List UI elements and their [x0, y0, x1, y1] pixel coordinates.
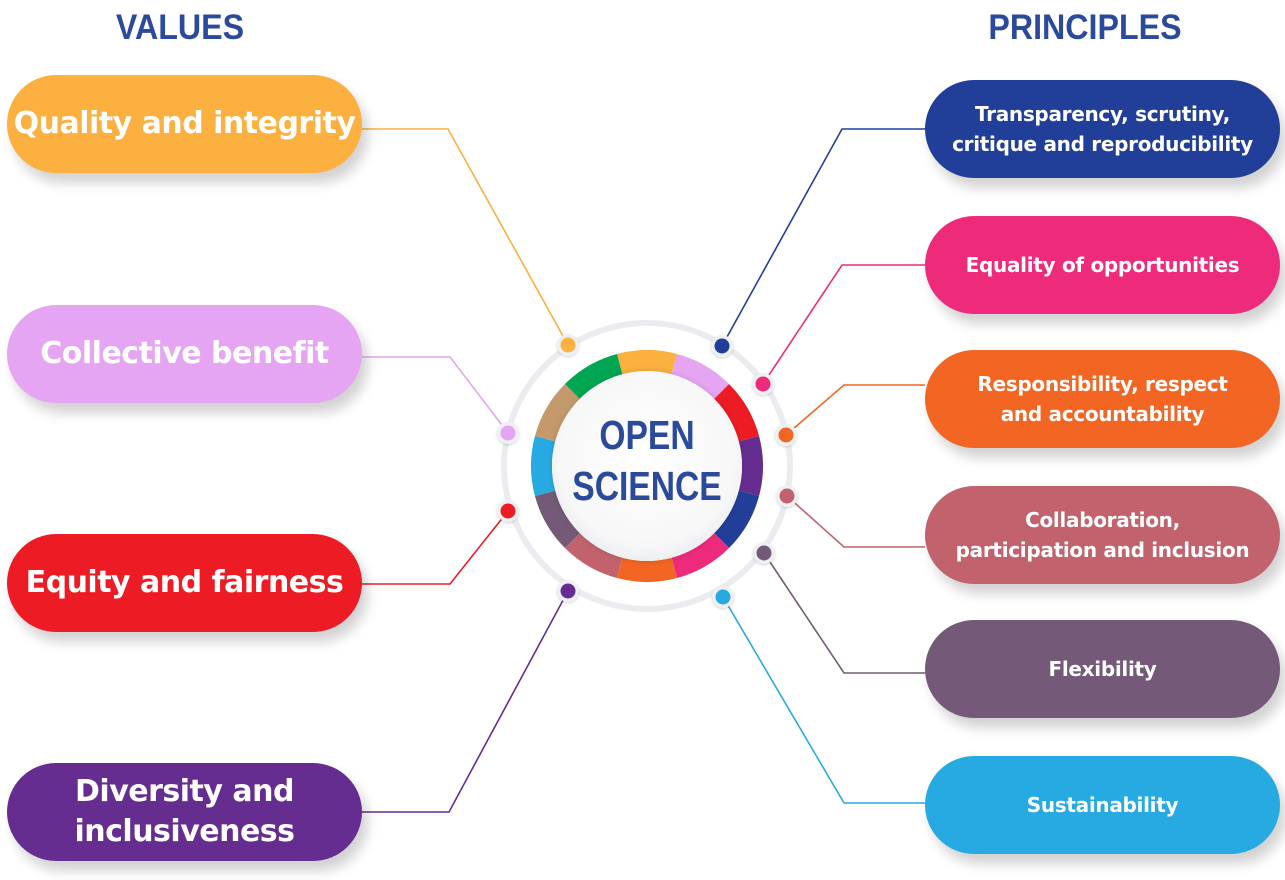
connector-line-quality [362, 128, 569, 346]
connector-dot-sustainability [715, 589, 731, 605]
connector-dot-flexibility [756, 545, 772, 561]
connector-lines [362, 128, 925, 813]
connector-line-flexibility [763, 552, 925, 674]
value-pill-diversity: Diversity and inclusiveness [7, 763, 362, 861]
principle-pill-equality: Equality of opportunities [925, 216, 1280, 314]
value-label: Collective benefit [40, 336, 329, 371]
ring-segment-equity [714, 383, 760, 442]
principle-pill-sustainability: Sustainability [925, 756, 1280, 854]
ring-segment-flexibility [534, 490, 580, 549]
connector-dots [497, 334, 798, 608]
principle-label: Flexibility [1048, 657, 1157, 681]
principles-heading: PRINCIPLES [988, 8, 1182, 47]
connector-line-equality [762, 264, 925, 385]
principle-pill-transparency: Transparency, scrutiny, critique and rep… [925, 80, 1280, 178]
ring-segment-diversity [738, 435, 764, 497]
ring-segment-green [564, 353, 623, 399]
center-title-line2: SCIENCE [572, 463, 722, 509]
principle-label: Sustainability [1026, 793, 1179, 817]
connector-line-sustainability [722, 596, 925, 804]
ring-segment-collective [671, 353, 730, 399]
connector-dot-quality [560, 337, 576, 353]
principle-label: Equality of opportunities [965, 253, 1240, 277]
connector-dot-collaboration [779, 488, 795, 504]
connector-dot-diversity [560, 583, 576, 599]
principle-label: Collaboration, participation and inclusi… [955, 508, 1250, 562]
connector-line-collective-benefit [362, 356, 509, 434]
ring-segment-tan [534, 383, 580, 442]
principle-label: Responsibility, respect and accountabili… [977, 372, 1228, 426]
value-pill-equity: Equity and fairness [7, 534, 362, 632]
outer-orbit-ring [501, 320, 793, 612]
ring-segment-transparency [714, 490, 760, 549]
value-pill-collective-benefit: Collective benefit [7, 305, 362, 403]
value-pill-quality: Quality and integrity [7, 75, 362, 173]
principle-pill-flexibility: Flexibility [925, 620, 1280, 718]
value-label: Quality and integrity [13, 106, 356, 141]
center-title-line1: OPEN [599, 412, 695, 458]
connector-dot-collective-benefit [500, 425, 516, 441]
color-ring [531, 350, 764, 583]
principle-pill-responsibility: Responsibility, respect and accountabili… [925, 350, 1280, 448]
connector-line-responsibility [785, 384, 925, 436]
ring-segment-responsibility [616, 557, 678, 583]
ring-segment-equality [671, 533, 730, 579]
principle-label: Transparency, scrutiny, critique and rep… [952, 102, 1253, 156]
connector-dot-responsibility [778, 427, 794, 443]
center-disc [552, 371, 742, 561]
connector-dot-transparency [714, 338, 730, 354]
ring-segment-collaboration [564, 533, 623, 579]
value-label: Diversity and inclusiveness [74, 774, 295, 849]
connector-line-diversity [362, 590, 569, 813]
principle-pill-collaboration: Collaboration, participation and inclusi… [925, 486, 1280, 584]
ring-segment-quality [616, 350, 678, 375]
values-heading: VALUES [115, 8, 245, 47]
ring-segment-sustainability [531, 435, 556, 497]
connector-line-equity [362, 510, 509, 585]
connector-dot-equity [500, 503, 516, 519]
value-label: Equity and fairness [25, 565, 344, 600]
connector-line-transparency [721, 128, 925, 347]
connector-dot-equality [755, 376, 771, 392]
connector-line-collaboration [786, 495, 925, 548]
